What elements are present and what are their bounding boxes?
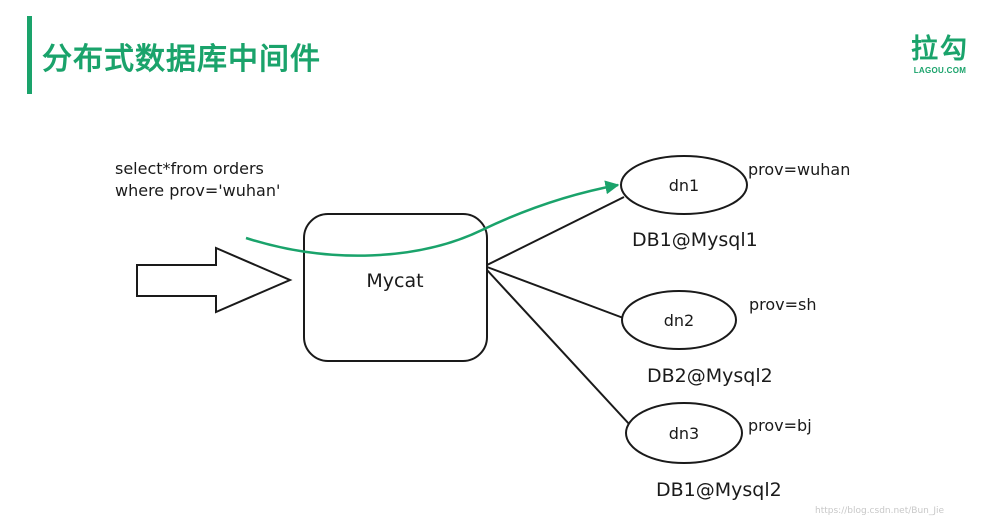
dn1-rule: prov=wuhan [748, 160, 850, 179]
mycat-label: Mycat [366, 270, 423, 292]
dn2-db: DB2@Mysql2 [647, 365, 773, 387]
data-node-dn2 [621, 290, 737, 350]
dn3-db: DB1@Mysql2 [656, 479, 782, 501]
logo-mark: 拉勾 [911, 34, 969, 65]
link-mycat-dn1 [486, 196, 625, 266]
link-mycat-dn2 [486, 266, 627, 320]
slide-title: 分布式数据库中间件 [42, 42, 321, 77]
mycat-box [303, 213, 488, 362]
dn1-db: DB1@Mysql1 [632, 229, 758, 251]
query-route-curve [245, 180, 620, 257]
source-watermark: https://blog.csdn.net/Bun_Jie [815, 506, 945, 516]
link-mycat-dn3 [486, 269, 631, 426]
request-block-arrow [136, 246, 293, 314]
dn3-label: dn3 [669, 424, 699, 443]
dn3-rule: prov=bj [748, 416, 812, 435]
query-line-2: where prov='wuhan' [115, 181, 280, 200]
title-accent-bar [27, 16, 32, 94]
lagou-logo: 拉勾 LAGOU.COM [900, 36, 980, 77]
data-node-dn1 [620, 155, 748, 215]
logo-subtitle: LAGOU.COM [913, 66, 967, 75]
query-line-1: select*from orders [115, 159, 264, 178]
data-node-dn3 [625, 402, 743, 464]
dn1-label: dn1 [669, 176, 699, 195]
dn2-rule: prov=sh [749, 295, 817, 314]
dn2-label: dn2 [664, 311, 694, 330]
